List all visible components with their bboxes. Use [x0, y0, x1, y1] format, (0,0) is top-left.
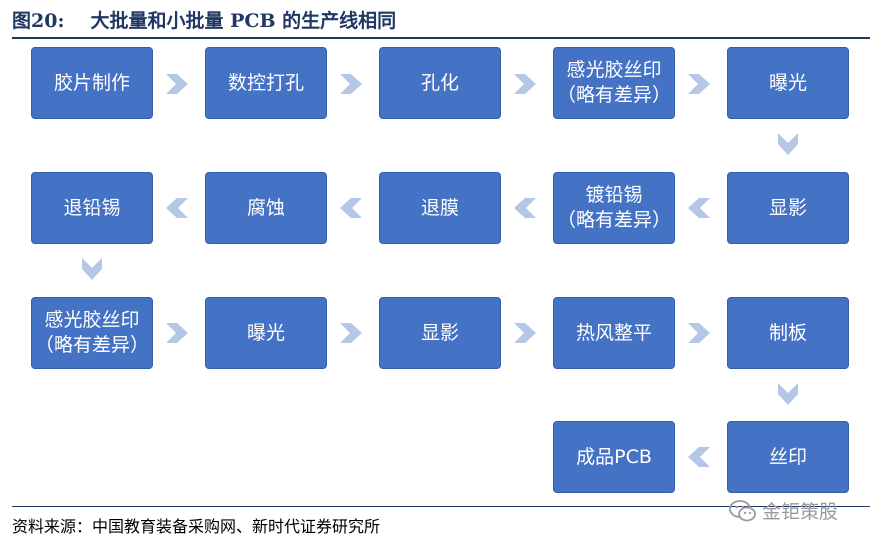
step-film-making: 胶片制作: [31, 47, 153, 119]
arrow-left-icon: [514, 198, 536, 218]
step-label: 热风整平: [575, 321, 652, 344]
wechat-icon: [729, 499, 756, 521]
step-label: 感光胶丝印: [566, 59, 662, 81]
step-developing-1: 显影: [727, 172, 849, 244]
arrow-down-icon: [778, 133, 798, 155]
step-label: 退铅锡: [63, 196, 121, 219]
arrow-left-icon: [340, 198, 362, 218]
step-label: 退膜: [420, 196, 459, 219]
arrow-left-icon: [688, 447, 710, 467]
figure-label: 图20:: [12, 10, 65, 32]
figure-title: 图20: 大批量和小批量 PCB 的生产线相同: [12, 6, 396, 33]
step-exposure-1: 曝光: [727, 47, 849, 119]
step-label: 胶片制作: [53, 71, 130, 94]
step-label: 孔化: [420, 71, 459, 94]
step-finished-pcb: 成品PCB: [553, 421, 675, 493]
step-label: 镀铅锡: [585, 184, 643, 206]
watermark-text: 金钜策股: [762, 501, 839, 523]
step-exposure-2: 曝光: [205, 297, 327, 369]
step-label: 腐蚀: [246, 196, 285, 219]
step-label: 制板: [768, 321, 807, 344]
figure-title-text: 大批量和小批量 PCB 的生产线相同: [90, 10, 397, 32]
step-label: 丝印: [768, 445, 807, 468]
arrow-down-icon: [82, 258, 102, 280]
step-developing-2: 显影: [379, 297, 501, 369]
arrow-right-icon: [514, 74, 536, 94]
arrow-right-icon: [166, 323, 188, 343]
title-divider: [12, 37, 870, 39]
step-note: （略有差异）: [34, 334, 149, 356]
arrow-right-icon: [688, 323, 710, 343]
step-silkscreen: 丝印: [727, 421, 849, 493]
arrow-right-icon: [514, 323, 536, 343]
arrow-left-icon: [688, 198, 710, 218]
step-tin-lead-plating: 镀铅锡 （略有差异）: [553, 172, 675, 244]
step-label: 曝光: [246, 321, 285, 344]
arrow-right-icon: [688, 74, 710, 94]
step-label: 显影: [768, 196, 807, 219]
source-divider: [12, 506, 870, 507]
step-note: （略有差异）: [556, 84, 671, 106]
step-label: 数控打孔: [227, 71, 304, 94]
step-film-stripping: 退膜: [379, 172, 501, 244]
step-hot-air-leveling: 热风整平: [553, 297, 675, 369]
arrow-right-icon: [166, 74, 188, 94]
step-note: （略有差异）: [556, 209, 671, 231]
step-etching: 腐蚀: [205, 172, 327, 244]
step-photoresist-silkscreen-2: 感光胶丝印 （略有差异）: [31, 297, 153, 369]
arrow-right-icon: [340, 74, 362, 94]
step-label: 曝光: [768, 71, 807, 94]
step-hole-plating: 孔化: [379, 47, 501, 119]
watermark: 金钜策股: [728, 497, 838, 524]
step-photoresist-silkscreen-1: 感光胶丝印 （略有差异）: [553, 47, 675, 119]
arrow-down-icon: [778, 383, 798, 405]
step-label: 显影: [420, 321, 459, 344]
step-label: 感光胶丝印: [44, 309, 140, 331]
step-board-making: 制板: [727, 297, 849, 369]
step-tin-lead-stripping: 退铅锡: [31, 172, 153, 244]
source-note: 资料来源：中国教育装备采购网、新时代证券研究所: [12, 517, 381, 536]
arrow-right-icon: [340, 323, 362, 343]
step-cnc-drilling: 数控打孔: [205, 47, 327, 119]
step-label: 成品PCB: [576, 445, 652, 468]
arrow-left-icon: [166, 198, 188, 218]
